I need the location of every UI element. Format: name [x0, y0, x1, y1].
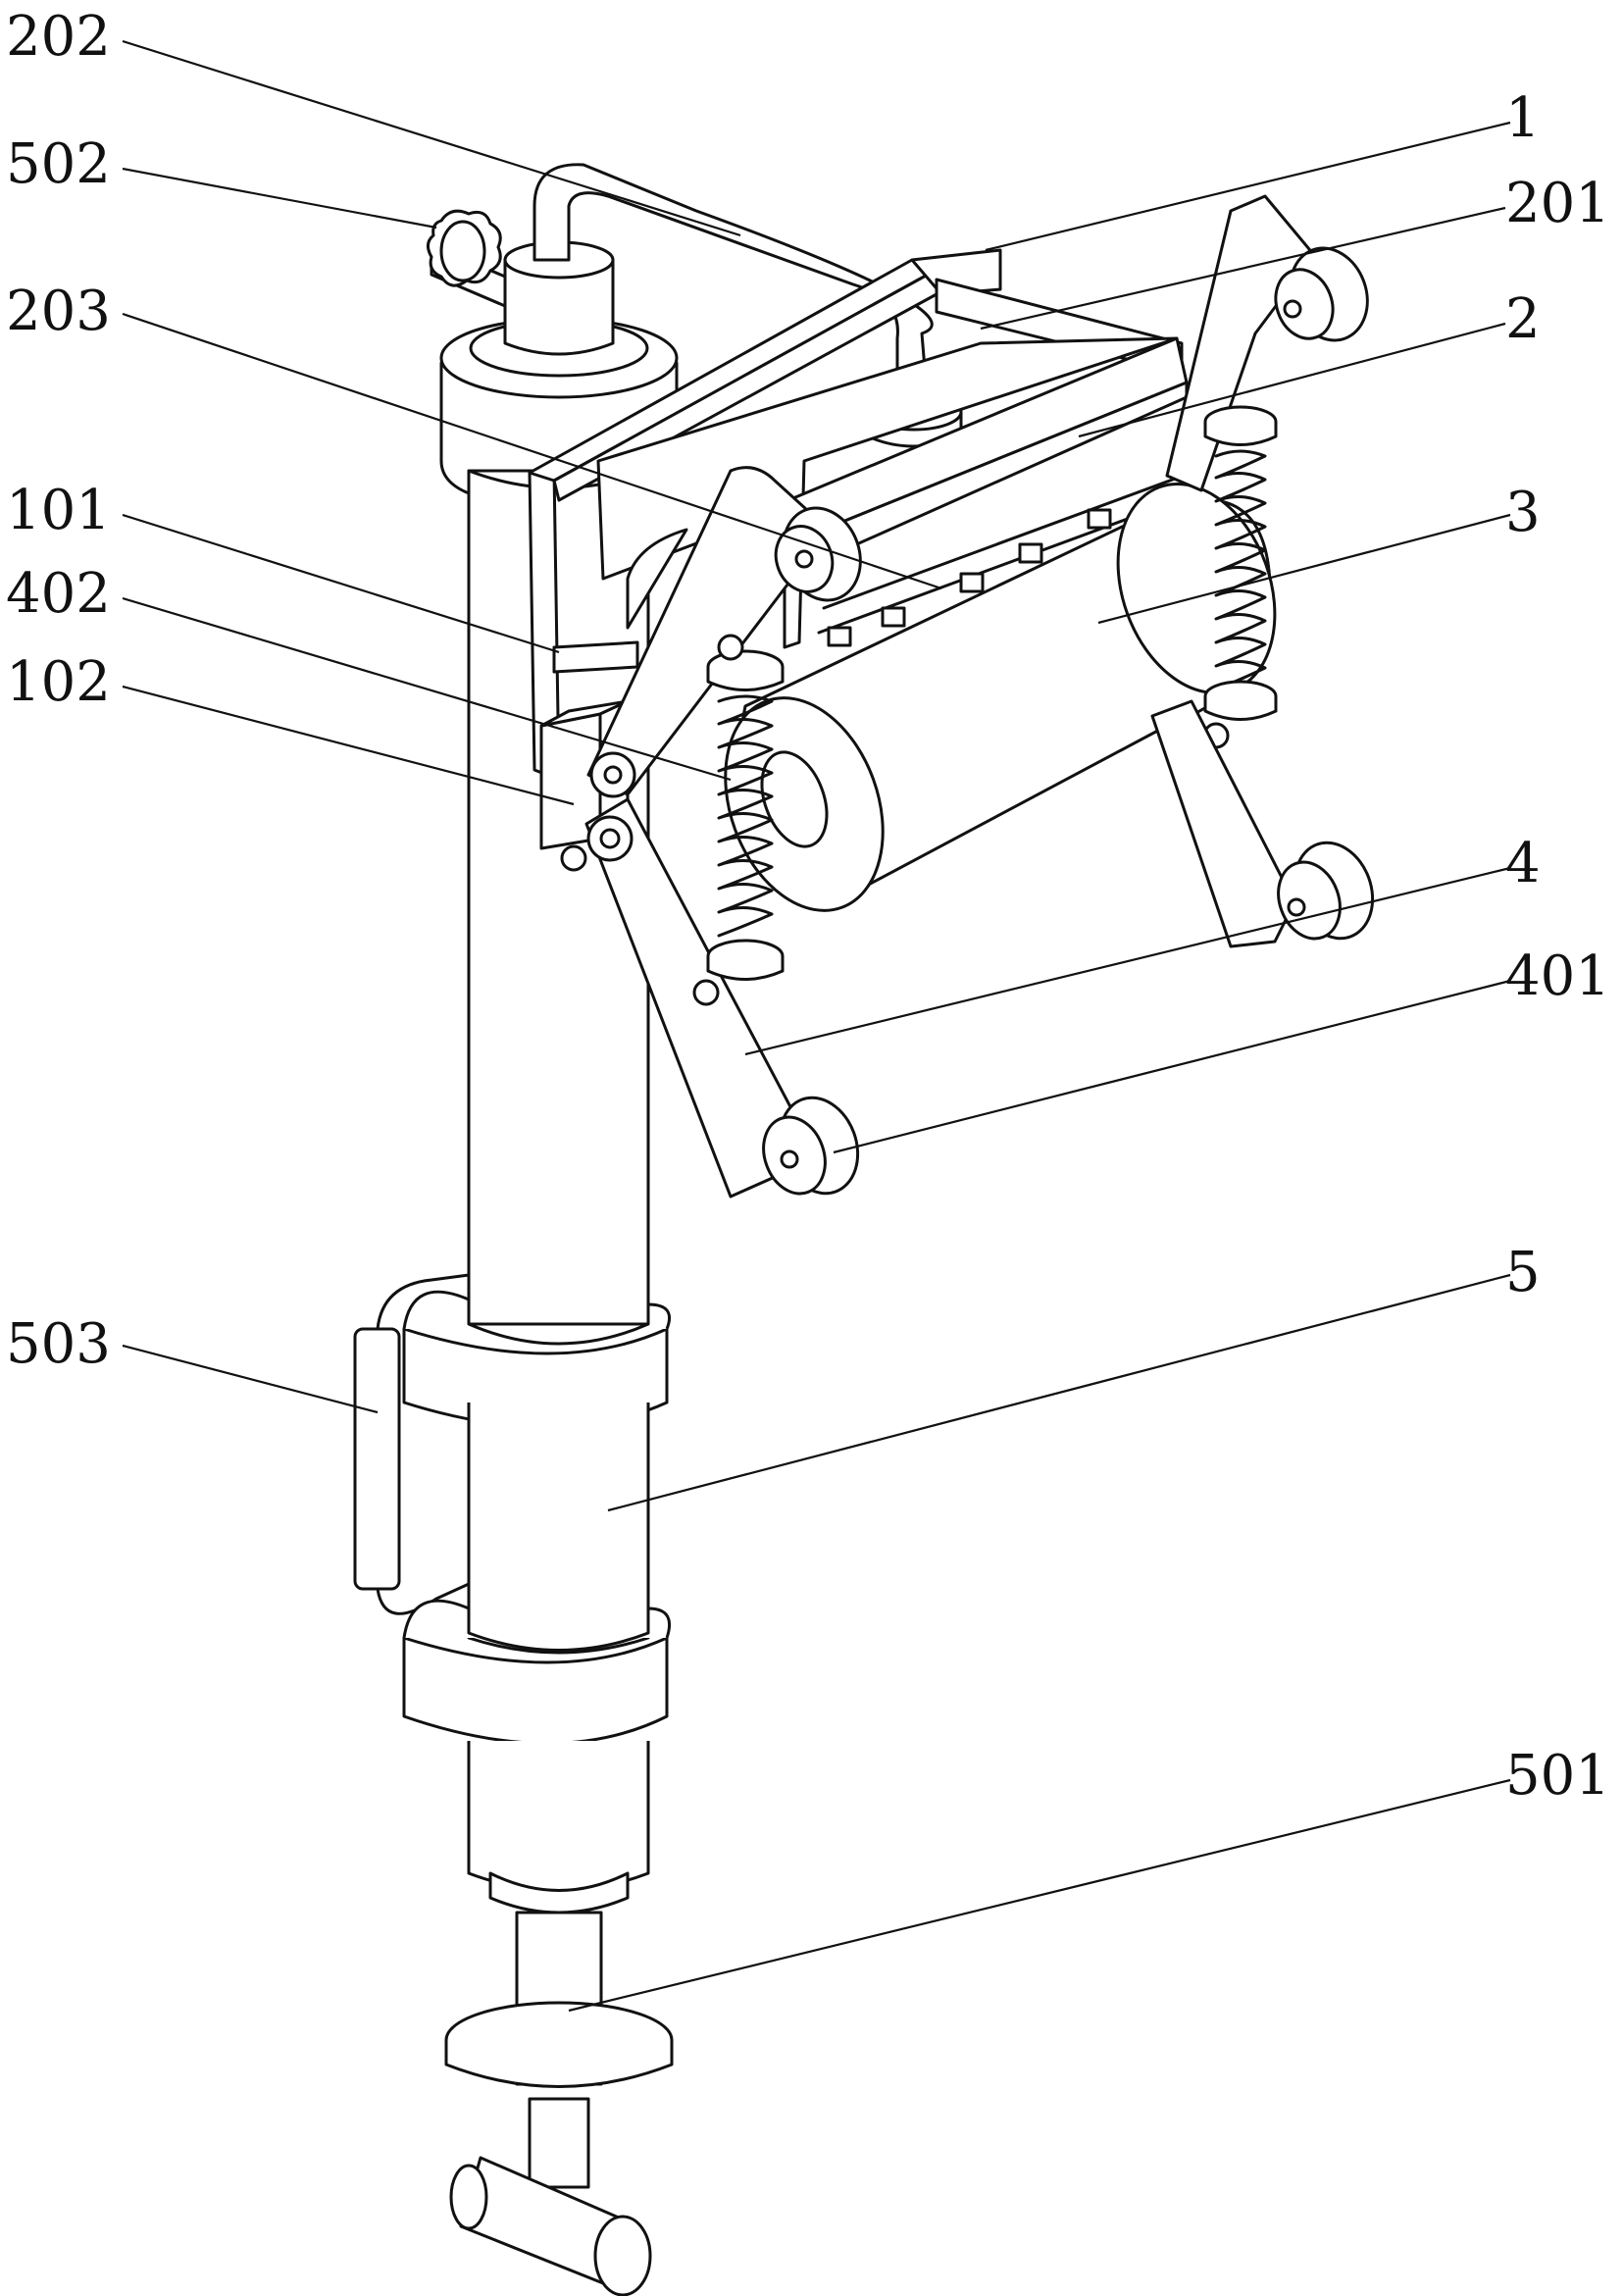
label-102: 102: [6, 650, 111, 714]
leader-lines: [122, 39, 1511, 2013]
arm-right-lower: [1150, 699, 1375, 948]
frame-plate: [528, 248, 1184, 872]
arm-left-upper: [586, 466, 862, 798]
label-5: 5: [1505, 1241, 1541, 1304]
sleeve-assembly: [353, 1273, 672, 1892]
bottom-screw: [444, 1871, 674, 2296]
label-4: 4: [1505, 832, 1541, 895]
label-203: 203: [6, 280, 111, 343]
label-503: 503: [6, 1312, 111, 1376]
label-401: 401: [1505, 944, 1610, 1008]
spring-left: [692, 634, 785, 1006]
roller-3: [626, 482, 1277, 912]
label-501: 501: [1505, 1744, 1610, 1808]
knob-502: [427, 209, 507, 308]
label-502: 502: [6, 132, 111, 196]
label-2: 2: [1505, 287, 1541, 351]
label-402: 402: [6, 562, 111, 626]
label-202: 202: [6, 5, 111, 69]
label-101: 101: [6, 479, 111, 542]
label-1: 1: [1505, 86, 1541, 150]
arm-right-upper: [1165, 194, 1369, 492]
label-201: 201: [1505, 172, 1610, 235]
label-3: 3: [1505, 481, 1541, 544]
spring-right: [1202, 405, 1278, 749]
